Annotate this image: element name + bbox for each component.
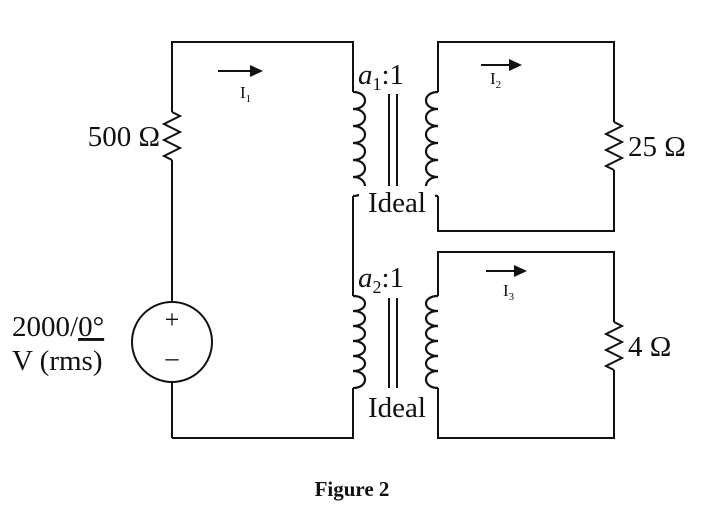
current-label-i3: I3 — [503, 281, 515, 303]
wire-secondary-1-top — [437, 41, 615, 122]
resistor-500-label: 500 Ω — [88, 121, 160, 153]
transformer-2-ratio: a2:1 — [358, 262, 404, 297]
current-label-i1: I1 — [240, 83, 251, 105]
transformer-2-primary-coil — [352, 294, 367, 390]
resistor-4-ohm — [603, 321, 625, 371]
current-arrow-i2 — [481, 59, 522, 71]
wire-primary-top — [171, 41, 354, 112]
transformer-1-type: Ideal — [368, 187, 426, 219]
wire-secondary-2-bottom — [437, 370, 615, 439]
resistor-500-ohm — [161, 111, 183, 161]
transformer-2-type: Ideal — [368, 392, 426, 424]
wire-secondary-1-bottom — [437, 170, 615, 232]
resistor-25-ohm — [603, 121, 625, 171]
source-plus-sign: + — [165, 305, 180, 334]
figure-caption: Figure 2 — [315, 477, 390, 501]
wire-secondary-2-top — [437, 251, 615, 322]
transformer-1-secondary-coil — [424, 90, 439, 198]
resistor-4-label: 4 Ω — [628, 331, 671, 363]
transformer-1-primary-coil — [352, 90, 367, 198]
current-arrow-i1 — [218, 65, 263, 77]
current-label-i2: I2 — [490, 69, 501, 91]
source-units: V (rms) — [12, 345, 102, 377]
source-value: 2000/0° — [12, 311, 104, 343]
transformer-2-secondary-coil — [424, 294, 439, 390]
source-minus-sign: – — [165, 343, 180, 372]
resistor-25-label: 25 Ω — [628, 131, 686, 163]
wire-primary-bottom — [172, 388, 354, 439]
transformer-1-ratio: a1:1 — [358, 59, 404, 94]
current-arrow-i3 — [486, 265, 527, 277]
